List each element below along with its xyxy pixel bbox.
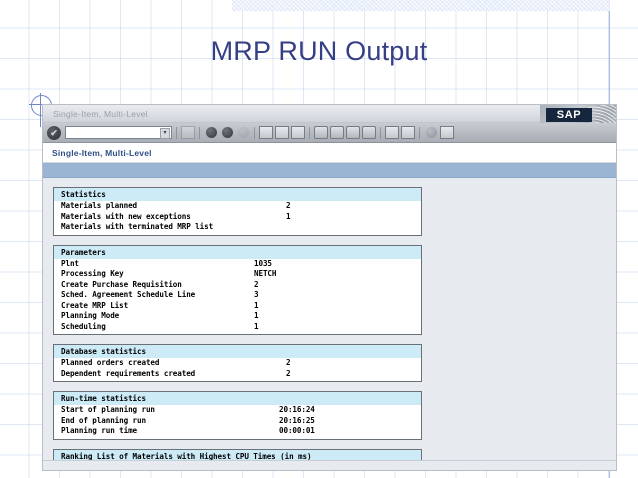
toolbar-separator <box>309 126 310 139</box>
row-label: Processing Key <box>61 269 124 278</box>
screen-title-text: Single-Item, Multi-Level <box>52 147 152 158</box>
toolbar-separator <box>380 126 381 139</box>
panel-header: Ranking List of Materials with Highest C… <box>54 449 421 463</box>
row-value: 1 <box>254 300 259 310</box>
next-page-icon[interactable] <box>346 126 360 140</box>
first-page-icon[interactable] <box>314 126 328 140</box>
row-value: 1 <box>254 311 259 320</box>
cancel-icon[interactable] <box>236 126 250 140</box>
chevron-down-icon[interactable]: ▾ <box>160 128 170 139</box>
row-label: Sched. Agreement Schedule Line <box>61 290 196 299</box>
report-row: Planning run time 00:00:01 <box>54 426 421 437</box>
panel-header: Run-time statistics <box>54 392 421 405</box>
sap-logo-text: SAP <box>546 108 592 122</box>
row-value: 2 <box>286 201 291 210</box>
report-row: Start of planning run 20:16:24 <box>54 405 421 416</box>
panel-header: Parameters <box>54 245 421 259</box>
row-label: Plnt <box>61 258 79 268</box>
row-value: 2 <box>286 358 291 367</box>
row-label: Scheduling <box>61 321 106 331</box>
enter-button[interactable]: ✔ <box>47 125 61 140</box>
customize-layout-icon[interactable] <box>440 126 454 140</box>
row-value: 1035 <box>254 258 272 268</box>
row-value: NETCH <box>254 269 277 278</box>
toolbar-separator <box>254 126 255 139</box>
row-value: 2 <box>254 279 259 289</box>
report-row: Scheduling 1 <box>54 322 421 333</box>
row-value: 1 <box>286 211 291 221</box>
toolbar-separator <box>199 126 200 139</box>
row-label: Materials planned <box>61 201 138 210</box>
report-row: Materials with new exceptions 1 <box>54 212 421 223</box>
row-value: 20:16:24 <box>279 405 315 414</box>
report-row: Materials planned 2 <box>54 201 421 212</box>
find-next-icon[interactable] <box>291 126 305 140</box>
report-row: Planned orders created 2 <box>54 358 421 369</box>
row-label: Planning Mode <box>61 311 120 320</box>
row-value: 2 <box>286 368 291 378</box>
report-row: Sched. Agreement Schedule Line 3 <box>54 290 421 301</box>
report-row: Create Purchase Requisition 2 <box>54 280 421 291</box>
toolbar-separator <box>419 126 420 139</box>
report-row: Materials with terminated MRP list <box>54 222 421 233</box>
sap-toolbar: ✔ ▾ <box>43 123 616 143</box>
panel-header: Database statistics <box>54 345 421 358</box>
report-row: Planning Mode 1 <box>54 311 421 322</box>
report-row: Dependent requirements created 2 <box>54 369 421 380</box>
exit-icon[interactable] <box>220 126 234 140</box>
row-label: Planned orders created <box>61 358 160 367</box>
back-icon[interactable] <box>204 126 218 140</box>
row-label: Materials with terminated MRP list <box>61 222 214 231</box>
row-label: End of planning run <box>61 415 146 425</box>
row-label: Create Purchase Requisition <box>61 279 182 289</box>
toolbar-separator <box>176 126 177 139</box>
find-icon[interactable] <box>275 126 289 140</box>
create-session-icon[interactable] <box>385 126 399 140</box>
row-label: Start of planning run <box>61 405 155 414</box>
panel-header: Statistics <box>54 188 421 201</box>
accent-band <box>43 163 616 178</box>
enter-icon: ✔ <box>47 125 61 140</box>
help-icon[interactable] <box>424 126 438 140</box>
status-bar <box>43 460 616 470</box>
command-field[interactable]: ▾ <box>65 126 172 139</box>
window-title: Single-Item, Multi-Level <box>53 108 148 119</box>
row-label: Materials with new exceptions <box>61 211 191 221</box>
report-row: Plnt 1035 <box>54 259 421 270</box>
corner-vertical-rule <box>40 93 41 127</box>
top-decorative-band <box>232 0 610 11</box>
sap-gui-window: Single-Item, Multi-Level SAP ✔ ▾ <box>43 105 616 470</box>
corner-horizontal-rule <box>29 104 369 105</box>
report-row: Create MRP List 1 <box>54 301 421 312</box>
report-panel-ranking-list: Ranking List of Materials with Highest C… <box>53 448 422 464</box>
row-value: 20:16:25 <box>279 415 315 425</box>
row-value: 00:00:01 <box>279 426 315 435</box>
row-label: Create MRP List <box>61 300 129 310</box>
row-value: 3 <box>254 290 259 299</box>
last-page-icon[interactable] <box>362 126 376 140</box>
report-row: Processing Key NETCH <box>54 269 421 280</box>
create-shortcut-icon[interactable] <box>401 126 415 140</box>
row-label: Planning run time <box>61 426 138 435</box>
report-row: End of planning run 20:16:25 <box>54 416 421 427</box>
row-label: Dependent requirements created <box>61 368 196 378</box>
page-title: MRP RUN Output <box>210 36 428 66</box>
screen-title-bar: Single-Item, Multi-Level <box>43 143 616 163</box>
print-icon[interactable] <box>259 126 273 140</box>
previous-page-icon[interactable] <box>330 126 344 140</box>
row-value: 1 <box>254 321 259 331</box>
window-titlebar: Single-Item, Multi-Level SAP <box>43 105 616 138</box>
save-icon[interactable] <box>181 126 195 140</box>
